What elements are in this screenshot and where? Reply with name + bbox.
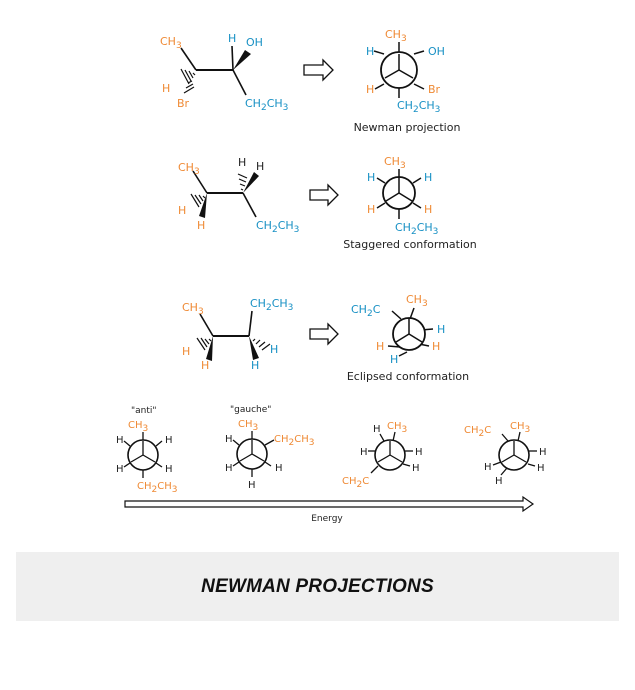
ch3-label: CH3: [406, 293, 428, 309]
h-label: H: [162, 82, 170, 95]
caption-eclipsed: Eclipsed conformation: [347, 370, 469, 383]
h-label: H: [178, 204, 186, 217]
conformer-anti: CH3 H H H H CH2CH3: [116, 420, 178, 495]
h-label: H: [495, 476, 503, 487]
ch3-label: CH3: [385, 28, 407, 44]
h-label: H: [165, 435, 173, 446]
ch3-label: CH3: [182, 301, 204, 317]
arrow-icon: [309, 183, 339, 207]
h-label: H: [225, 434, 233, 445]
conformer-eclipsed-1: CH3 H H H H CH2C: [342, 421, 423, 490]
h-label: H: [197, 219, 205, 232]
newman-projection-diagram: CH3 H OH H Br CH2CH3 CH3 H OH H Br CH2CH…: [116, 28, 547, 524]
row1-skeletal-structure: CH3 H OH H Br CH2CH3: [160, 32, 288, 113]
h-label: H: [201, 359, 209, 372]
h-label: H: [270, 343, 278, 356]
ethyl-label: CH2C: [351, 303, 381, 319]
hash-bond: [183, 80, 195, 94]
ethyl-label: CH2C: [342, 476, 369, 490]
conformer-eclipsed-2: CH2C CH3 H H H H: [464, 421, 547, 487]
label-gauche: "gauche": [230, 405, 271, 415]
h-label: H: [390, 353, 398, 366]
wedge-bond: [199, 193, 207, 218]
h-label: H: [225, 463, 233, 474]
conformer-gauche: CH3 CH2CH3 H H H H: [225, 419, 315, 491]
hash-bond: [190, 193, 206, 208]
br-label: Br: [428, 83, 441, 96]
hash-bond: [196, 337, 212, 351]
oh-label: OH: [428, 45, 445, 58]
h-label: H: [367, 171, 375, 184]
caption-staggered: Staggered conformation: [343, 238, 477, 251]
row3-skeletal-structure: CH3 CH2CH3 H H H H: [182, 297, 293, 372]
h-label: H: [376, 340, 384, 353]
arrow-icon: [303, 58, 334, 82]
h-label: H: [412, 463, 420, 474]
ethyl-label: CH2CH3: [245, 97, 288, 113]
h-label: H: [366, 83, 374, 96]
arrow-icon: [309, 322, 339, 346]
hash-bond: [252, 338, 271, 351]
h-label: H: [415, 447, 423, 458]
ch3-label: CH3: [178, 161, 200, 177]
h-label: H: [424, 203, 432, 216]
h-label: H: [432, 340, 440, 353]
ch3-label: CH3: [510, 421, 530, 435]
wedge-bond: [233, 50, 251, 70]
hash-bond: [237, 173, 248, 191]
h-label: H: [275, 463, 283, 474]
caption-newman-projection: Newman projection: [354, 121, 461, 134]
h-label: H: [484, 462, 492, 473]
ethyl-label: CH2CH3: [397, 99, 440, 115]
energy-label: Energy: [311, 514, 343, 524]
h-label: H: [360, 447, 368, 458]
h-label: H: [182, 345, 190, 358]
oh-label: OH: [246, 36, 263, 49]
ethyl-label: CH2CH3: [395, 221, 438, 237]
h-label: H: [165, 464, 173, 475]
br-label: Br: [177, 97, 190, 110]
banner-title: NEWMAN PROJECTIONS: [201, 575, 434, 597]
h-label: H: [373, 424, 381, 435]
h-label: H: [424, 171, 432, 184]
row3-newman-projection: CH2C CH3 H H H H: [351, 293, 445, 366]
ethyl-label: CH2CH3: [250, 297, 293, 313]
ethyl-label: CH2CH3: [256, 219, 299, 235]
ethyl-label: CH2CH3: [137, 481, 178, 495]
row1-newman-projection: CH3 H OH H Br CH2CH3: [366, 28, 445, 115]
label-anti: "anti": [131, 406, 157, 416]
energy-arrow: [124, 495, 535, 513]
h-label: H: [251, 359, 259, 372]
h-label: H: [116, 464, 124, 475]
wedge-bond: [206, 336, 213, 361]
h-label: H: [116, 435, 124, 446]
h-label: H: [539, 447, 547, 458]
ch3-label: CH3: [238, 419, 258, 433]
h-label: H: [537, 463, 545, 474]
ethyl-label: CH2CH3: [274, 434, 315, 448]
ch3-label: CH3: [387, 421, 407, 435]
ch3-label: CH3: [160, 35, 182, 51]
h-label: H: [256, 160, 264, 173]
ch3-label: CH3: [384, 155, 406, 171]
h-label: H: [367, 203, 375, 216]
row2-skeletal-structure: CH3 H H H H CH2CH3: [178, 156, 299, 235]
ethyl-label: CH2C: [464, 425, 491, 439]
title-banner: NEWMAN PROJECTIONS: [16, 552, 619, 621]
h-label: H: [366, 45, 374, 58]
hash-bond: [180, 68, 196, 85]
ch3-label: CH3: [128, 420, 148, 434]
wedge-bond: [243, 172, 259, 193]
h-label: H: [248, 480, 256, 491]
h-label: H: [437, 323, 445, 336]
h-label: H: [238, 156, 246, 169]
wedge-bond: [249, 336, 259, 360]
row2-newman-projection: CH3 H H H H CH2CH3: [367, 155, 438, 237]
h-label: H: [228, 32, 236, 45]
